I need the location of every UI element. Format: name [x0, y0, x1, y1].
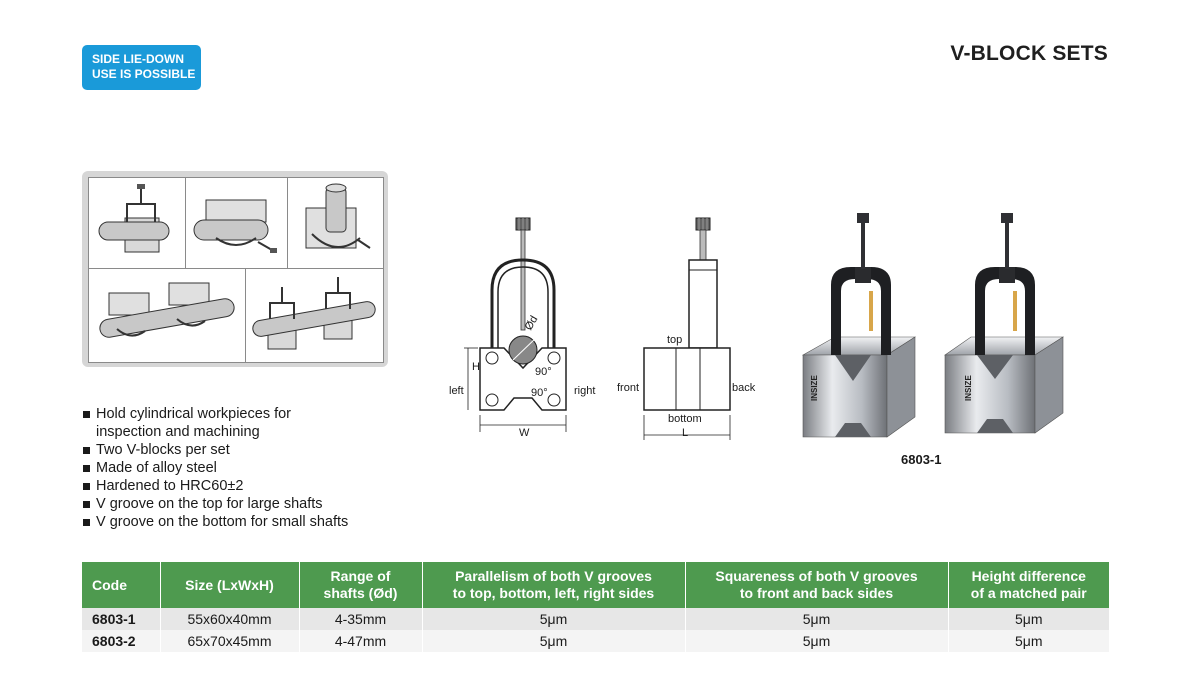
header-code: Code — [82, 562, 161, 608]
usage-cell-side-clamp — [185, 177, 288, 269]
top-label: top — [667, 334, 682, 346]
usage-cell-long-shaft-vertical — [245, 268, 384, 363]
usage-illustration-2 — [193, 199, 277, 253]
cell-range: 4-35mm — [299, 608, 423, 630]
page-title: V-BLOCK SETS — [950, 42, 1108, 65]
front-view-drawing: Ød 90° 90° H left right W — [449, 217, 595, 439]
cell-size: 55x60x40mm — [160, 608, 300, 630]
badge-line-2: USE IS POSSIBLE — [92, 67, 196, 81]
feature-item: Hardened to HRC60±2 — [82, 477, 348, 495]
usage-illustration-3 — [305, 183, 371, 249]
feature-item: Hold cylindrical workpieces for — [82, 405, 348, 423]
cell-parallelism: 5μm — [422, 608, 686, 630]
width-label: W — [519, 427, 530, 439]
side-lie-down-badge: SIDE LIE-DOWN USE IS POSSIBLE — [82, 45, 201, 90]
angle-bottom-label: 90° — [531, 387, 548, 399]
cell-parallelism: 5μm — [422, 630, 686, 652]
cell-squareness: 5μm — [685, 630, 949, 652]
feature-item-continued: inspection and machining — [96, 424, 260, 440]
feature-item: Two V-blocks per set — [82, 441, 348, 459]
length-label: L — [682, 427, 688, 439]
front-label: front — [617, 382, 639, 394]
cell-range: 4-47mm — [299, 630, 423, 652]
feature-item: Made of alloy steel — [82, 459, 348, 477]
usage-illustration-1 — [98, 184, 170, 253]
v-block-left: INSIZE — [801, 213, 917, 438]
usage-cell-long-shaft-side — [88, 268, 246, 363]
usage-grid — [88, 177, 384, 363]
bottom-label: bottom — [668, 413, 702, 425]
cell-height-difference: 5μm — [948, 630, 1109, 652]
table-row: 6803-2 65x70x45mm 4-47mm 5μm 5μm 5μm — [82, 630, 1109, 652]
side-view-drawing: top front back bottom L — [617, 217, 756, 440]
header-size: Size (LxWxH) — [160, 562, 300, 608]
product-photo: INSIZE INSIZE — [801, 213, 1065, 438]
feature-list: Hold cylindrical workpieces for inspecti… — [82, 405, 348, 531]
usage-illustration-5 — [252, 277, 376, 350]
right-label: right — [574, 385, 595, 397]
table-row: 6803-1 55x60x40mm 4-35mm 5μm 5μm 5μm — [82, 608, 1109, 630]
usage-cell-vertical-clamp — [88, 177, 186, 269]
left-label: left — [449, 385, 464, 397]
feature-item: V groove on the top for large shafts — [82, 495, 348, 513]
usage-illustration-4 — [99, 282, 235, 338]
v-block-right: INSIZE — [944, 213, 1065, 434]
brand-logo-left: INSIZE — [810, 375, 819, 401]
badge-line-1: SIDE LIE-DOWN — [92, 52, 184, 66]
usage-cell-upright-cylinder — [287, 177, 384, 269]
cell-code: 6803-2 — [82, 630, 161, 652]
brand-logo-right: INSIZE — [964, 375, 973, 401]
feature-item: V groove on the bottom for small shafts — [82, 513, 348, 531]
cell-code: 6803-1 — [82, 608, 161, 630]
photo-caption: 6803-1 — [901, 452, 942, 467]
back-label: back — [732, 382, 756, 394]
cell-height-difference: 5μm — [948, 608, 1109, 630]
cell-squareness: 5μm — [685, 608, 949, 630]
cell-size: 65x70x45mm — [160, 630, 300, 652]
usage-illustrations-panel — [82, 171, 388, 367]
angle-top-label: 90° — [535, 366, 552, 378]
height-label: H — [472, 361, 480, 373]
